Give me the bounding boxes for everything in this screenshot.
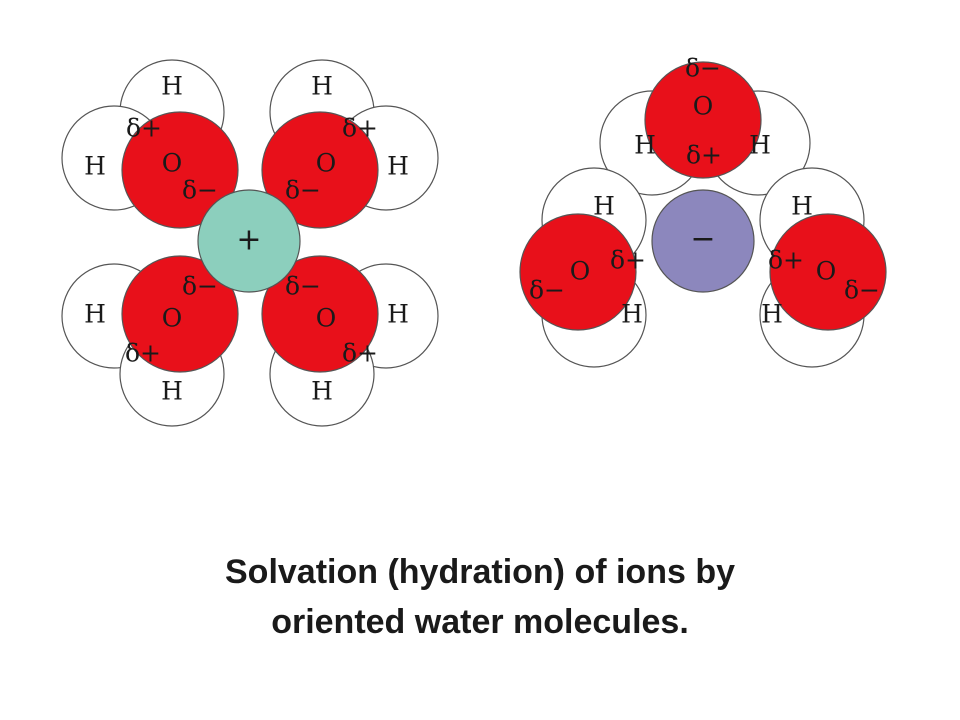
hydrogen-label: H (311, 72, 333, 101)
water-molecule-lower-right: H Hδ− Oδ+ (261, 255, 439, 427)
water-molecule-right: H Hδ−Oδ+ (759, 167, 887, 368)
delta-plus-label: δ+ (126, 114, 162, 143)
hydrogen-label: H (84, 300, 106, 329)
delta-plus-label: δ+ (610, 246, 646, 275)
hydrogen-label: H (161, 377, 183, 406)
hydrogen-label: H (311, 377, 333, 406)
water-molecule-top: H Hδ− Oδ+ (599, 54, 811, 196)
water-molecule-upper-right: H Hδ+Oδ− (261, 59, 439, 229)
hydrogen-label: H (161, 72, 183, 101)
hydrogen-label: H (387, 300, 409, 329)
hydrogen-label: H (791, 192, 813, 221)
delta-minus-label: δ− (285, 176, 321, 205)
cation-hydration-shell: HHδ+Oδ−HHδ+Oδ−HHδ−Oδ+HHδ−Oδ++ (61, 59, 439, 427)
oxygen-atom (519, 213, 637, 331)
oxygen-atom (769, 213, 887, 331)
delta-minus-label: δ− (285, 272, 321, 301)
hydrogen-label: H (621, 300, 643, 329)
oxygen-label: O (816, 257, 837, 286)
oxygen-label: O (570, 257, 591, 286)
caption-line-2: oriented water molecules. (271, 603, 689, 641)
water-molecule-upper-left: H Hδ+Oδ− (61, 59, 239, 229)
delta-minus-label: δ− (182, 176, 218, 205)
oxygen-atom (644, 61, 762, 179)
oxygen-atom (261, 255, 379, 373)
hydrogen-label: H (749, 131, 771, 160)
oxygen-atom (261, 111, 379, 229)
hydrogen-label: H (634, 131, 656, 160)
delta-plus-label: δ+ (342, 114, 378, 143)
oxygen-label: O (162, 304, 183, 333)
cation-sign: + (236, 223, 261, 258)
water-molecule-lower-left: HHδ−Oδ+ (61, 255, 239, 427)
oxygen-label: O (316, 304, 337, 333)
oxygen-label: O (162, 149, 183, 178)
cation (197, 189, 301, 293)
delta-plus-label: δ+ (125, 339, 161, 368)
delta-plus-label: δ+ (342, 339, 378, 368)
oxygen-label: O (693, 92, 714, 121)
delta-minus-label: δ− (685, 54, 721, 83)
anion (651, 189, 755, 293)
anion-sign: − (690, 222, 715, 257)
oxygen-atom (121, 111, 239, 229)
hydrogen-label: H (84, 152, 106, 181)
delta-minus-label: δ− (529, 276, 565, 305)
caption-line-1: Solvation (hydration) of ions by (225, 553, 735, 591)
hydrogen-label: H (593, 192, 615, 221)
hydrogen-label: H (387, 152, 409, 181)
hydrogen-label: H (761, 300, 783, 329)
oxygen-atom (121, 255, 239, 373)
oxygen-label: O (316, 149, 337, 178)
delta-plus-label: δ+ (686, 141, 722, 170)
delta-plus-label: δ+ (768, 246, 804, 275)
delta-minus-label: δ− (844, 276, 880, 305)
